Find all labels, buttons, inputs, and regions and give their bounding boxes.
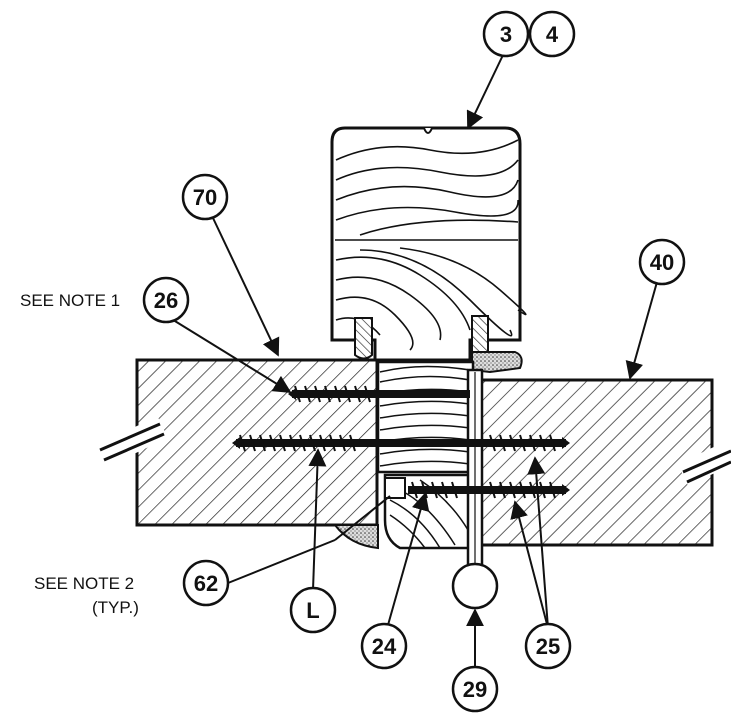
callout-62: 62 xyxy=(182,559,230,607)
callout-25: 25 xyxy=(524,622,572,670)
callout-4: 4 xyxy=(528,10,576,58)
screw-lower xyxy=(408,481,570,499)
screw-upper xyxy=(288,385,470,403)
svg-text:3: 3 xyxy=(500,22,512,47)
right-break-mark xyxy=(677,438,731,486)
note-2-sub-label: (TYP.) xyxy=(92,598,139,617)
sealant-bead xyxy=(332,524,379,550)
note-2-label: SEE NOTE 2 xyxy=(34,574,134,593)
screw-middle xyxy=(232,434,570,452)
weatherstrip-right xyxy=(471,315,523,374)
weatherstrip-left xyxy=(354,317,373,360)
svg-text:25: 25 xyxy=(536,634,560,659)
svg-text:29: 29 xyxy=(463,677,487,702)
svg-text:40: 40 xyxy=(650,250,674,275)
svg-text:24: 24 xyxy=(372,634,397,659)
svg-text:4: 4 xyxy=(546,22,559,47)
callout-24: 24 xyxy=(360,622,408,670)
svg-text:26: 26 xyxy=(154,288,178,313)
callout-40: 40 xyxy=(638,238,686,286)
svg-text:70: 70 xyxy=(193,185,217,210)
callout-70: 70 xyxy=(181,173,229,221)
svg-text:62: 62 xyxy=(194,571,218,596)
leader-lines xyxy=(169,54,658,668)
callout-3: 3 xyxy=(482,10,530,58)
note-1-label: SEE NOTE 1 xyxy=(20,291,120,310)
right-frame-member xyxy=(468,378,714,547)
callout-L: L xyxy=(289,586,337,634)
svg-text:L: L xyxy=(306,598,319,623)
left-break-mark xyxy=(94,416,168,468)
glazing-fin xyxy=(451,368,499,610)
callout-26: 26 xyxy=(142,276,190,324)
sash-wood-block xyxy=(330,126,527,362)
center-wood-stack xyxy=(376,360,475,550)
callout-29: 29 xyxy=(451,665,499,713)
